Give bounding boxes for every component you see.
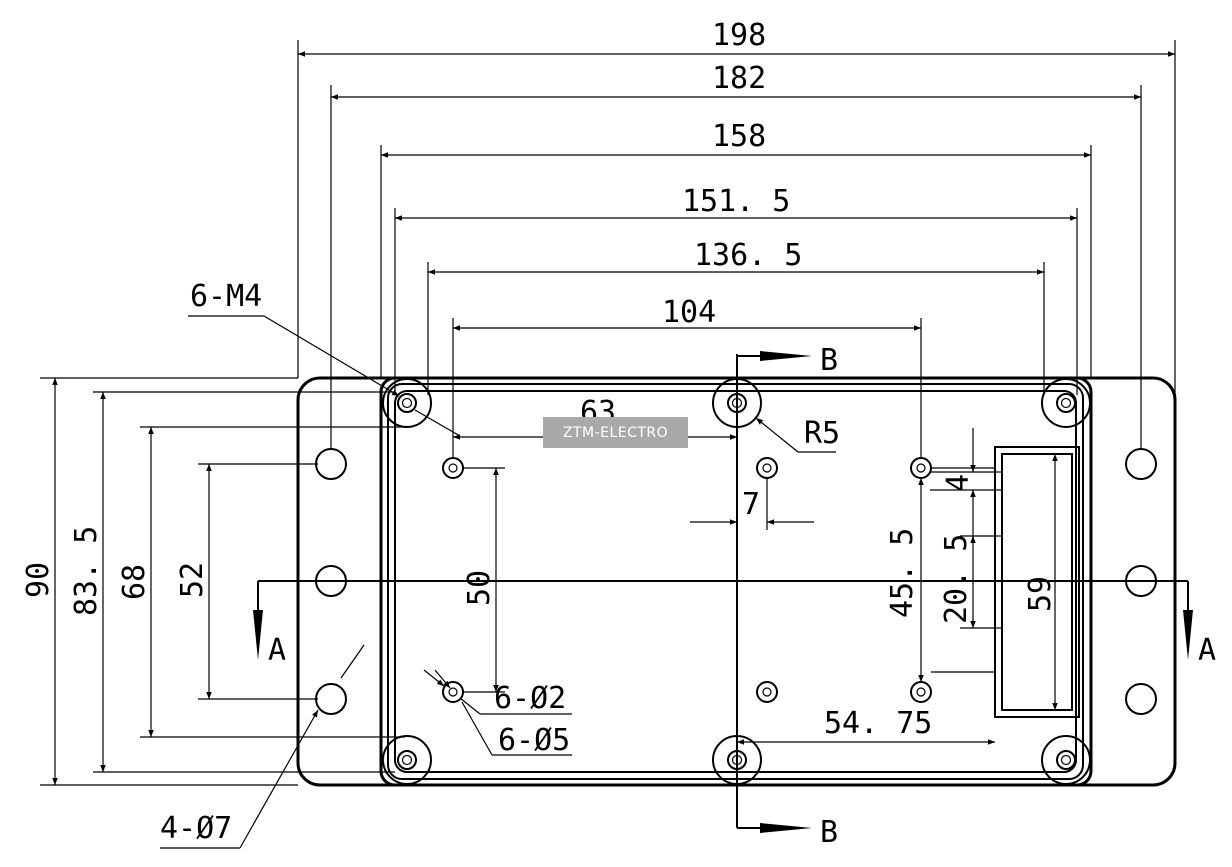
dim-line-45-5 <box>918 467 995 682</box>
watermark: ZTM-ELECTRO <box>543 417 688 448</box>
leader-m4 <box>188 315 461 437</box>
extension-lines-left <box>40 377 405 786</box>
section-a-right-label: A <box>1198 633 1216 668</box>
section-a-line <box>253 580 1193 660</box>
section-b-bottom-label: B <box>820 815 838 850</box>
dim-198: 198 <box>712 18 766 53</box>
dim-104: 104 <box>662 295 716 330</box>
section-b-line <box>736 351 812 833</box>
leader-r5 <box>755 417 836 453</box>
dim-136-5: 136. 5 <box>694 238 802 273</box>
dim-90: 90 <box>21 562 56 598</box>
dim-20-5: 20. 5 <box>939 534 974 624</box>
section-b-top-label: B <box>820 343 838 378</box>
section-a-left-label: A <box>268 633 286 668</box>
dim-59: 59 <box>1023 576 1058 612</box>
dim-line-50 <box>463 467 505 693</box>
leader-o2 <box>434 669 572 715</box>
dim-line-4 <box>930 428 995 540</box>
leader-o5 <box>423 669 572 756</box>
dim-151-5: 151. 5 <box>682 184 790 219</box>
callout-m4: 6-M4 <box>190 279 262 314</box>
dim-line-20-5 <box>960 535 995 629</box>
callout-o5: 6-Ø5 <box>498 723 570 758</box>
callout-r5: R5 <box>804 416 840 451</box>
callout-o7: 4-Ø7 <box>160 811 232 846</box>
dim-7: 7 <box>742 487 760 522</box>
dim-158: 158 <box>712 119 766 154</box>
dim-line-7 <box>690 478 814 530</box>
callout-o2: 6-Ø2 <box>494 681 566 716</box>
dim-4: 4 <box>941 474 976 492</box>
dim-54-75: 54. 75 <box>824 706 932 741</box>
dim-52: 52 <box>175 562 210 598</box>
dim-50: 50 <box>462 570 497 606</box>
dim-83-5: 83. 5 <box>69 526 104 616</box>
dim-182: 182 <box>712 61 766 96</box>
leader-o7 <box>160 644 365 849</box>
dim-45-5: 45. 5 <box>885 528 920 618</box>
dim-68: 68 <box>117 564 152 600</box>
